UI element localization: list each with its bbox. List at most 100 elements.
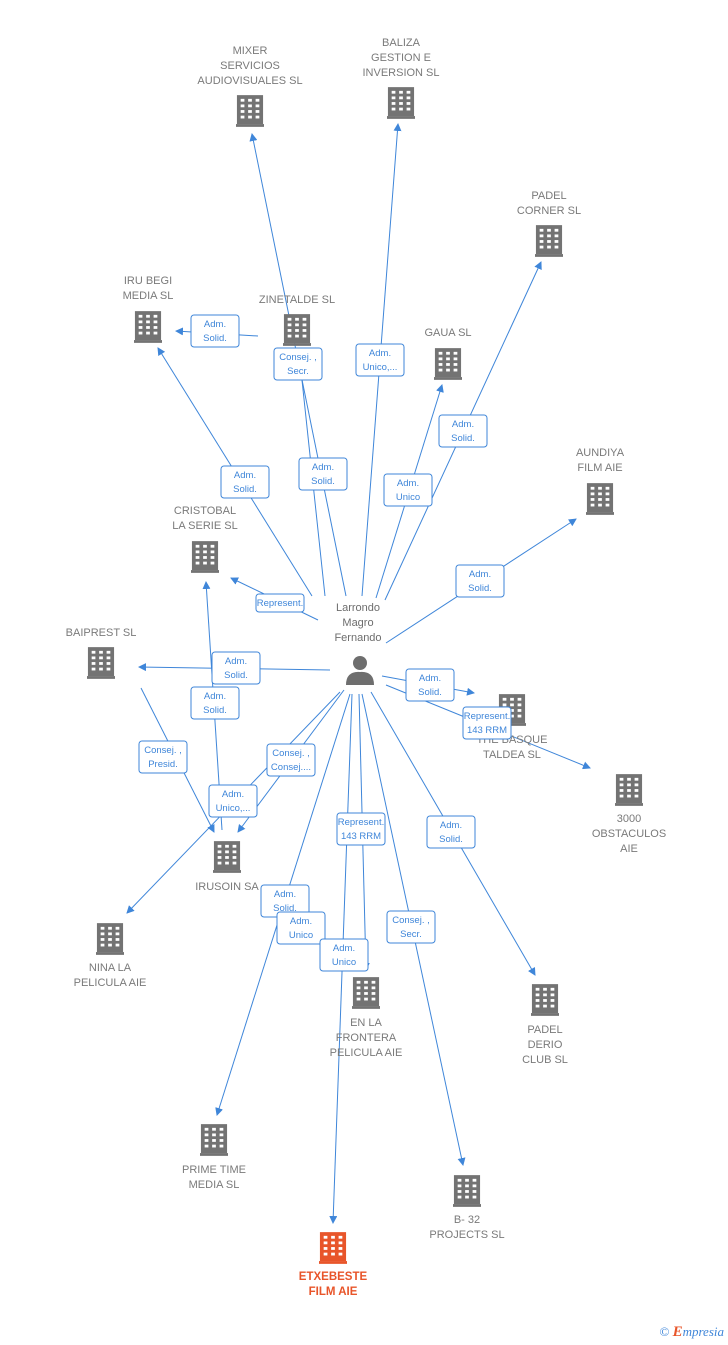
person-name-line: Fernando [334, 632, 381, 644]
relation-tag-baiprest[interactable]: Adm.Solid. [211, 651, 261, 685]
building-icon [434, 348, 462, 380]
relation-tag-iru_begi[interactable]: Adm.Solid. [220, 465, 270, 499]
relation-tag-text: Adm. [204, 319, 226, 330]
relation-tag-box [298, 457, 348, 491]
relation-tag-box [438, 414, 488, 448]
relation-tag-frontera[interactable]: Represent. 143 RRM [336, 812, 386, 846]
company-name-line: FILM AIE [577, 462, 622, 474]
company-name-line: AUNDIYA [576, 447, 625, 459]
company-name-line: EN LA [350, 1017, 382, 1029]
relation-tag-text: Represent. [338, 817, 384, 828]
relation-tag-nina[interactable]: Adm.Unico,... [208, 784, 258, 818]
relation-tag-padel_derio[interactable]: Adm.Solid. [426, 815, 476, 849]
relation-tag-text: Adm. [274, 889, 296, 900]
relation-tag-baliza[interactable]: Adm.Unico,... [355, 343, 405, 377]
relation-tag-cristobal[interactable]: Represent. [255, 593, 305, 613]
company-name-line: NINA LA [89, 962, 132, 974]
company-node-baiprest[interactable]: BAIPREST SL [66, 627, 137, 679]
relation-tag-text: Consej. , [144, 745, 182, 756]
company-name-line: CLUB SL [522, 1054, 568, 1066]
relation-tag-b32[interactable]: Consej. , Secr. [386, 910, 436, 944]
relation-tag-box [319, 938, 369, 972]
relation-tag-text: Adm. [204, 691, 226, 702]
building-icon [352, 977, 380, 1009]
relation-tag-text: Presid. [148, 759, 178, 770]
building-icon [236, 95, 264, 127]
company-name-line: ETXEBESTE [299, 1271, 368, 1283]
empresia-brand[interactable]: © Empresia [659, 1324, 724, 1341]
company-node-nina[interactable]: NINA LA PELICULA AIE [74, 923, 147, 989]
company-name-line: PELICULA AIE [74, 977, 147, 989]
relation-tag-text: Represent. [464, 711, 510, 722]
brand-logo-text: mpresia [682, 1324, 724, 1339]
company-node-irusoin[interactable]: IRUSOIN SA [195, 841, 259, 893]
relation-tag-text: Unico [396, 492, 420, 503]
company-name-line: OBSTACULOS [592, 828, 666, 840]
relation-tag-text: Solid. [203, 333, 227, 344]
relation-tag-box [255, 593, 305, 613]
relation-tag-text: Represent. [257, 598, 303, 609]
building-icon [615, 774, 643, 806]
relation-tag-text: Consej. , [392, 915, 430, 926]
company-node-aundiya[interactable]: AUNDIYA FILM AIE [576, 447, 625, 515]
relation-tag-text: Consej.... [271, 762, 311, 773]
relation-tag-box [208, 784, 258, 818]
relation-tag-box [266, 743, 316, 777]
person-name-line: Larrondo [336, 602, 380, 614]
relation-tag-irusoin_a[interactable]: Consej. , Presid. [138, 740, 188, 774]
relation-tag-obstaculos[interactable]: Represent.143 RRM [462, 706, 512, 740]
building-icon [319, 1232, 347, 1264]
relation-tag-box [405, 668, 455, 702]
building-icon [531, 984, 559, 1016]
company-name-line: BAIPREST SL [66, 627, 137, 639]
company-name-line: 3000 [617, 813, 641, 825]
building-icon [586, 483, 614, 515]
relation-tag-etxebeste[interactable]: Adm.Unico [319, 938, 369, 972]
relation-tag-zinetalde[interactable]: Consej. ,Secr. [273, 347, 323, 381]
relation-tag-text: Adm. [419, 673, 441, 684]
relation-tag-box [211, 651, 261, 685]
relation-tag-box [386, 910, 436, 944]
company-name-line: AUDIOVISUALES SL [197, 75, 302, 87]
relation-tag-padel_corner[interactable]: Adm.Solid. [438, 414, 488, 448]
relation-tag-prime[interactable]: Adm. Unico [276, 911, 326, 945]
person-name-line: Magro [342, 617, 373, 629]
company-node-zinetalde[interactable]: ZINETALDE SL [259, 294, 335, 346]
relation-tag-text: 143 RRM [341, 831, 381, 842]
relation-tag-text: Secr. [400, 929, 422, 940]
relation-tag-text: Adm. [312, 462, 334, 473]
relation-tag-cristobal_2[interactable]: Adm.Solid. [190, 686, 240, 720]
relation-tag-text: Adm. [397, 478, 419, 489]
relation-tag-box [426, 815, 476, 849]
company-name-line: BALIZA [382, 37, 421, 49]
building-icon [453, 1175, 481, 1207]
relation-tag-irusoin_b[interactable]: Consej. ,Consej.... [266, 743, 316, 777]
relation-tag-aundiya[interactable]: Adm.Solid. [455, 564, 505, 598]
company-name-line: MIXER [233, 45, 268, 57]
company-name-line: IRU BEGI [124, 275, 172, 287]
relation-tag-gaua[interactable]: Adm. Unico [383, 473, 433, 507]
relation-tag-text: Unico [289, 930, 313, 941]
company-name-line: PELICULA AIE [330, 1047, 403, 1059]
relation-tag-basque[interactable]: Adm.Solid. [405, 668, 455, 702]
company-name-line: PROJECTS SL [429, 1229, 504, 1241]
relation-tag-mixer[interactable]: Adm.Solid. [298, 457, 348, 491]
relation-tag-box [190, 686, 240, 720]
relation-tag-text: Adm. [469, 569, 491, 580]
company-node-gaua[interactable]: GAUA SL [424, 327, 472, 380]
company-name-line: DERIO [528, 1039, 563, 1051]
relation-tag-iru_begi_2[interactable]: Adm. Solid. [190, 314, 240, 348]
relation-tag-text: Adm. [290, 916, 312, 927]
